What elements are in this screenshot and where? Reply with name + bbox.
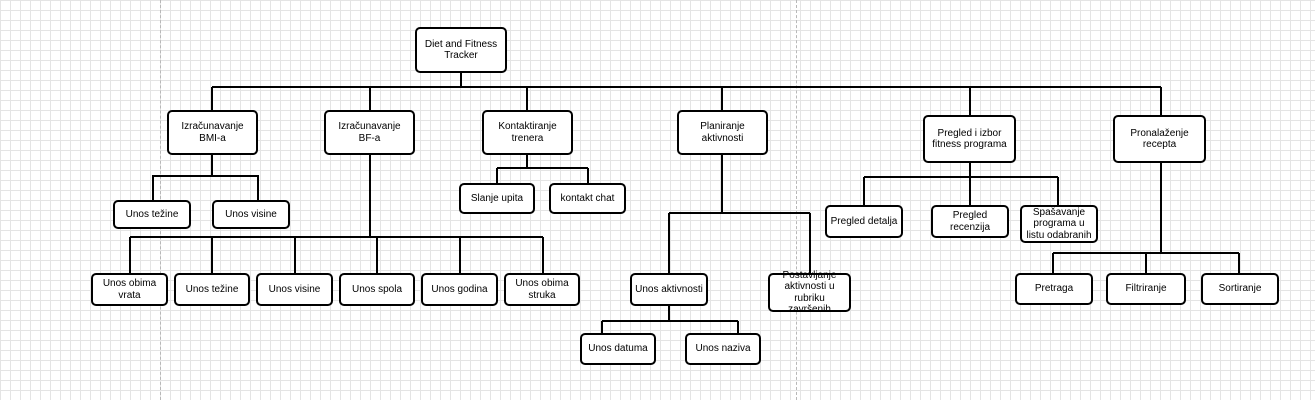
node-bmi-weight[interactable]: Unos težine <box>113 200 191 229</box>
connector-bmi-height <box>212 175 259 200</box>
node-bf-age[interactable]: Unos godina <box>421 273 498 306</box>
node-bf-height[interactable]: Unos visine <box>256 273 333 306</box>
node-plan-name[interactable]: Unos naziva <box>685 333 761 365</box>
node-prog-details[interactable]: Pregled detalja <box>825 205 903 238</box>
node-rec-search[interactable]: Pretraga <box>1015 273 1093 305</box>
node-bf[interactable]: Izračunavanje BF-a <box>324 110 415 155</box>
node-planning[interactable]: Planiranje aktivnosti <box>677 110 768 155</box>
node-programs[interactable]: Pregled i izbor fitness programa <box>923 115 1016 163</box>
node-bf-neck[interactable]: Unos obima vrata <box>91 273 168 306</box>
node-rec-filter[interactable]: Filtriranje <box>1106 273 1186 305</box>
node-bf-waist[interactable]: Unos obima struka <box>504 273 580 306</box>
node-bf-weight[interactable]: Unos težine <box>174 273 250 306</box>
node-contact-chat[interactable]: kontakt chat <box>549 183 626 214</box>
node-bmi[interactable]: Izračunavanje BMI-a <box>167 110 258 155</box>
node-bmi-height[interactable]: Unos visine <box>212 200 290 229</box>
node-rec-sort[interactable]: Sortiranje <box>1201 273 1279 305</box>
page-break-line <box>796 0 797 400</box>
node-bf-gender[interactable]: Unos spola <box>339 273 415 306</box>
node-prog-reviews[interactable]: Pregled recenzija <box>931 205 1009 238</box>
node-contact-query[interactable]: Slanje upita <box>459 183 535 214</box>
node-plan-activity[interactable]: Unos aktivnosti <box>630 273 708 306</box>
node-recipes[interactable]: Pronalaženje recepta <box>1113 115 1206 163</box>
connector-bmi-children <box>152 154 213 200</box>
node-prog-save[interactable]: Spašavanje programa u listu odabranih <box>1020 205 1098 243</box>
node-root[interactable]: Diet and Fitness Tracker <box>415 27 507 73</box>
node-plan-date[interactable]: Unos datuma <box>580 333 656 365</box>
node-contact[interactable]: Kontaktiranje trenera <box>482 110 573 155</box>
node-plan-done[interactable]: Postavljanje aktivnosti u rubriku završe… <box>768 270 851 315</box>
